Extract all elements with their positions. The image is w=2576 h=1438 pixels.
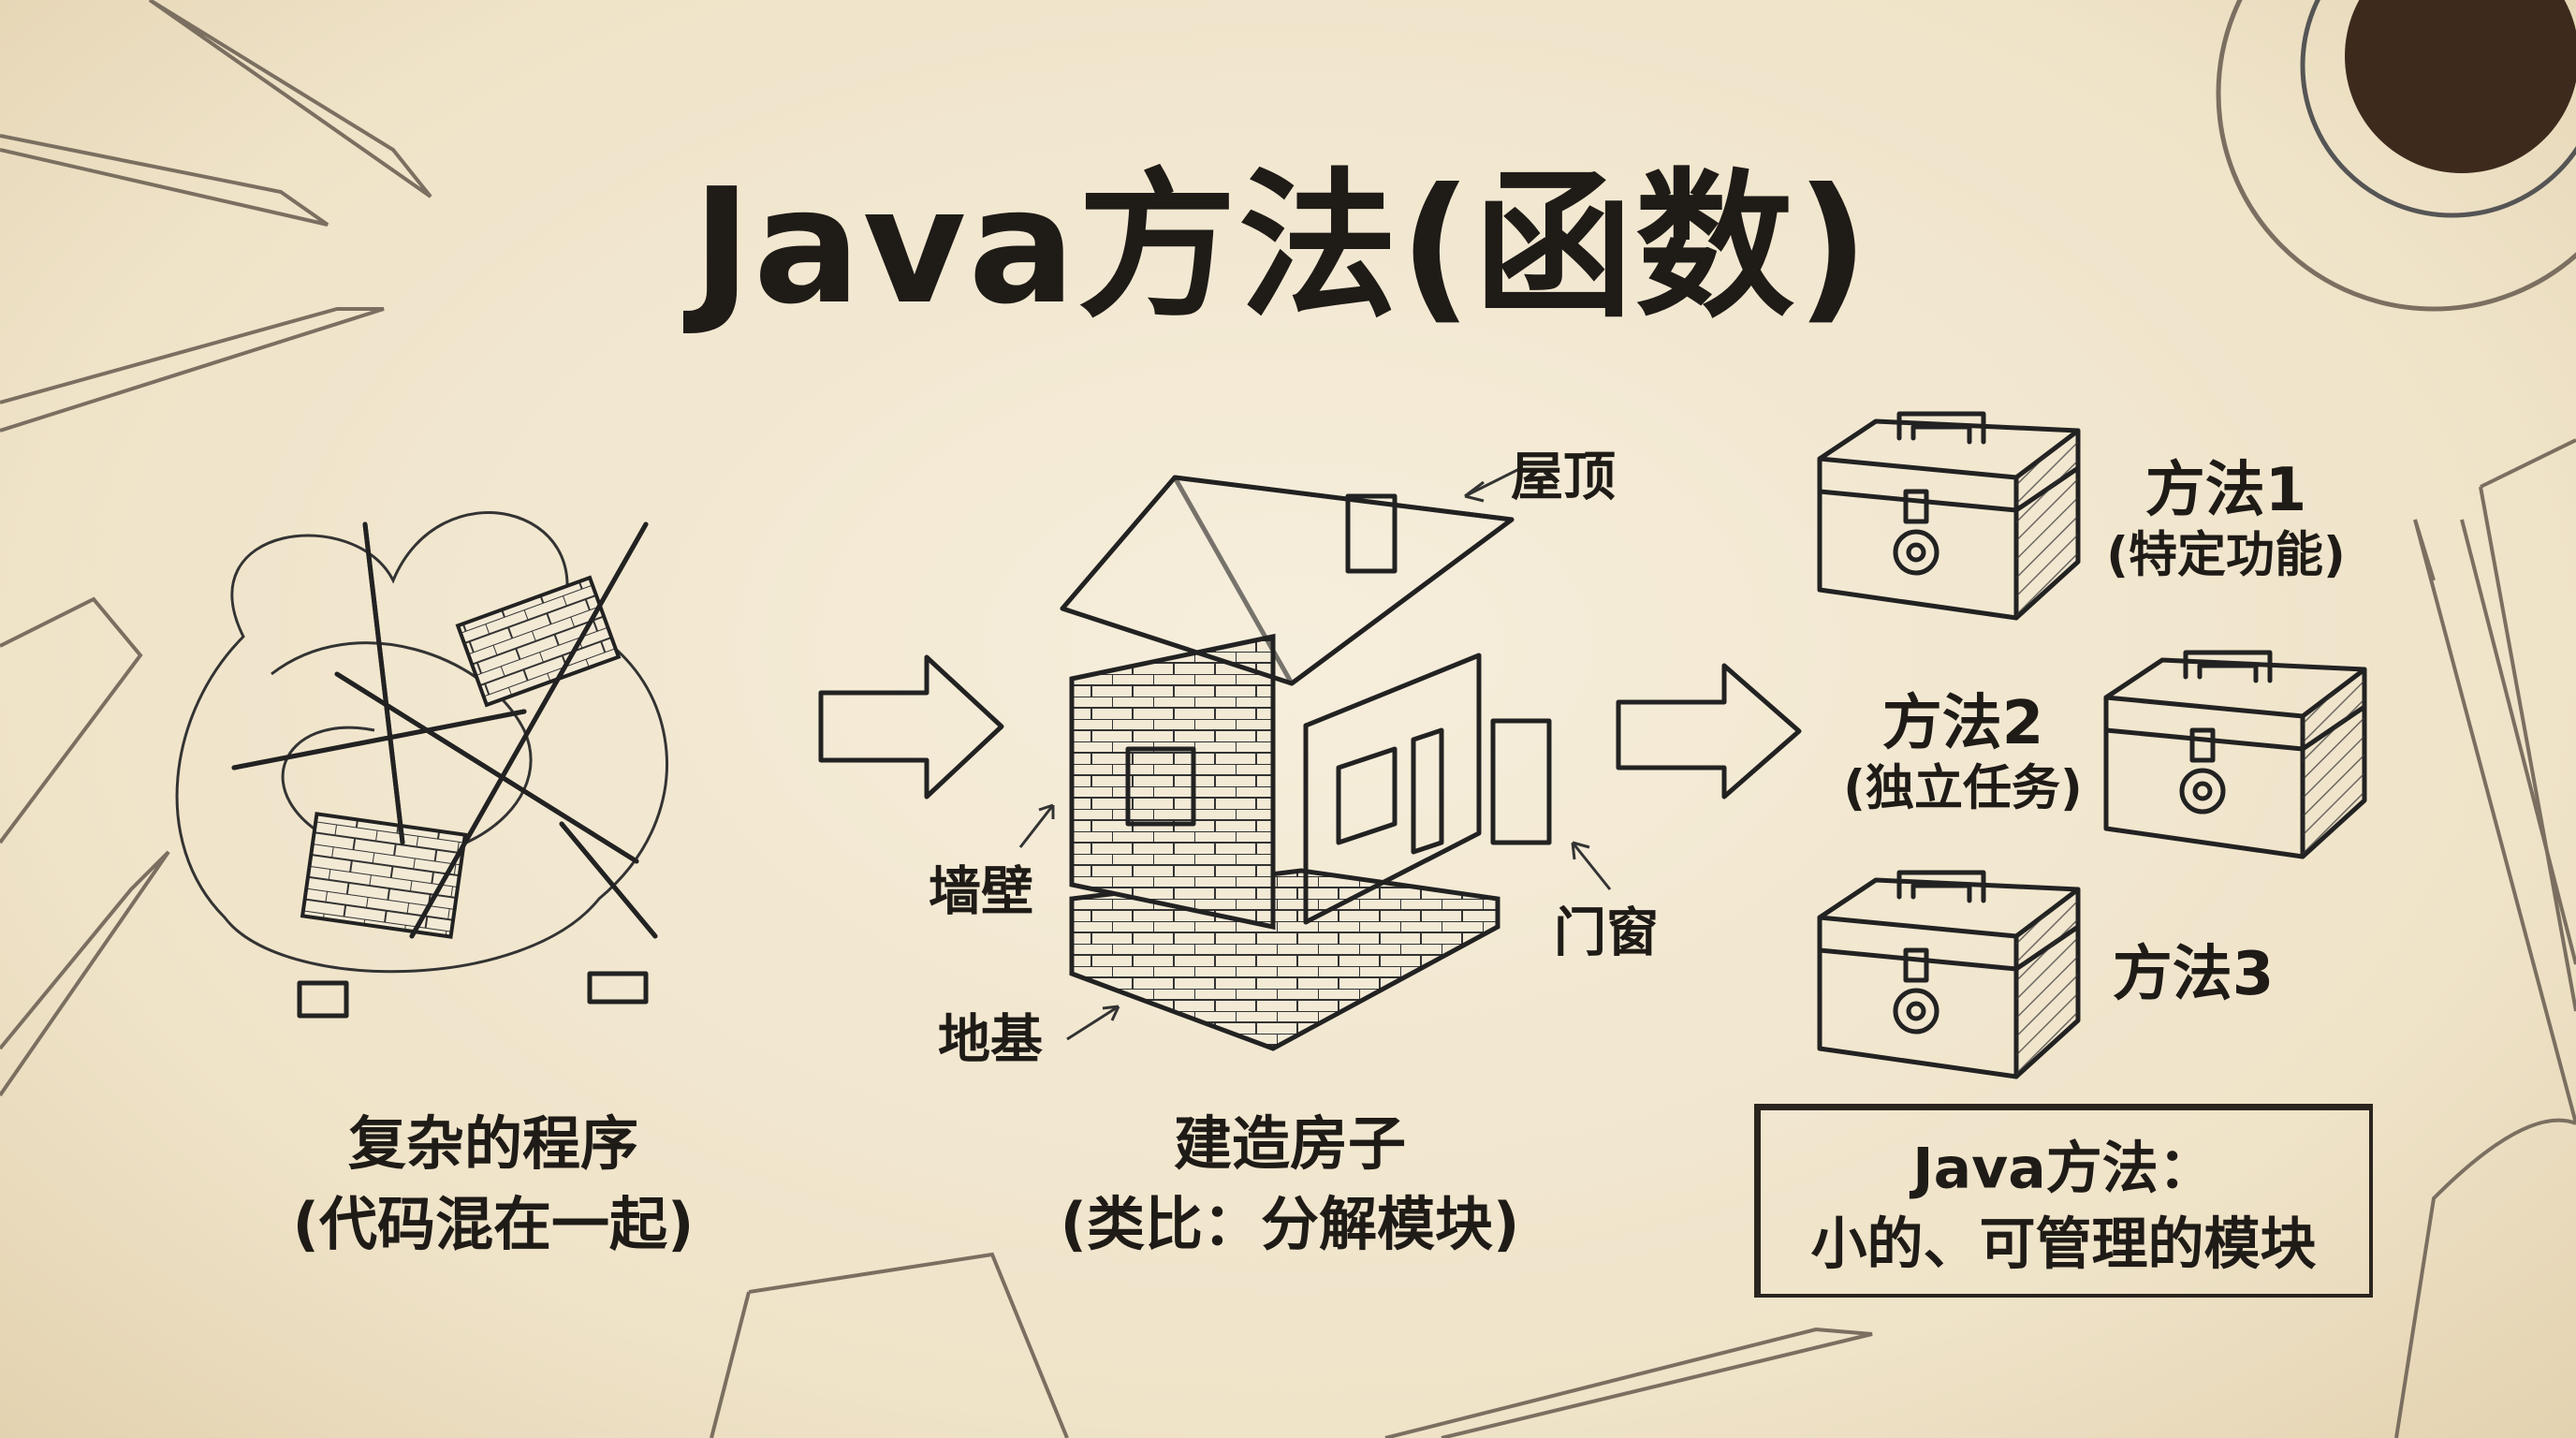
method-2-name: 方法2 [1881,689,2044,758]
coffee-cup-icon [2216,0,2576,1438]
toolbox-icon [1820,414,2078,618]
label-foundation: 地基 [938,1009,1043,1071]
ruler-icon [0,438,2576,1438]
left-subcaption: (代码混在一起) [292,1190,695,1258]
center-subcaption: (类比：分解模块) [1060,1190,1520,1258]
arrow-right-icon [818,654,1004,800]
summary-line-2: 小的、可管理的模块 [1810,1211,2317,1278]
method-3-name: 方法3 [2112,940,2275,1009]
left-caption: 复杂的程序 [347,1109,639,1178]
method-2-desc: (独立任务) [1843,760,2083,817]
house-illustration [1060,475,1552,1051]
method-1-desc: (特定功能) [2106,527,2346,584]
label-roof: 屋顶 [1511,447,1616,508]
summary-line-1: Java方法： [1912,1136,2215,1202]
page-title: Java方法(函数) [692,154,1871,340]
toolbox-icon [2106,653,2364,857]
pointer-arrow-icon [1018,466,1612,1041]
summary-box: Java方法： 小的、可管理的模块 [1754,1104,2373,1298]
method-1-name: 方法1 [2144,456,2307,525]
arrow-right-icon [1616,663,1802,800]
label-wall: 墙壁 [929,861,1033,923]
label-door-window: 门窗 [1554,902,1659,964]
toolbox-icon [1820,873,2078,1077]
center-caption: 建造房子 [1173,1109,1407,1178]
messy-code-pile [175,511,668,1019]
